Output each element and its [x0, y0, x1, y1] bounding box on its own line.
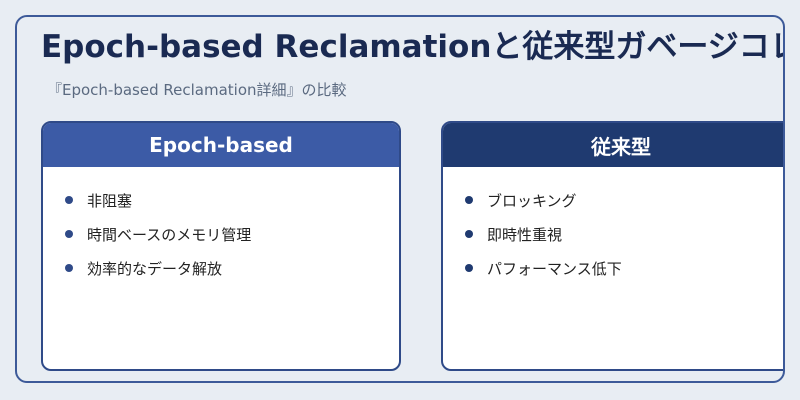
list-item-label: 時間ベースのメモリ管理 — [87, 225, 252, 244]
feature-list: 非阻塞 時間ベースのメモリ管理 効率的なデータ解放 — [43, 167, 399, 285]
card-header: Epoch-based — [43, 123, 399, 167]
card-header: 従来型 — [443, 123, 783, 167]
page-title: Epoch-based Reclamationと従来型ガベージコレクション — [41, 29, 783, 65]
list-item-label: 効率的なデータ解放 — [87, 259, 223, 278]
list-item-label: ブロッキング — [487, 191, 577, 210]
list-item: ブロッキング — [465, 183, 783, 217]
list-item-label: 即時性重視 — [487, 225, 563, 244]
list-item: パフォーマンス低下 — [465, 251, 783, 285]
bullet-icon — [65, 230, 73, 238]
list-item: 即時性重視 — [465, 217, 783, 251]
bullet-icon — [465, 264, 473, 272]
slide-frame: Epoch-based Reclamationと従来型ガベージコレクション 『E… — [15, 15, 785, 383]
list-item: 非阻塞 — [65, 183, 399, 217]
list-item: 効率的なデータ解放 — [65, 251, 399, 285]
list-item: 時間ベースのメモリ管理 — [65, 217, 399, 251]
bullet-icon — [465, 230, 473, 238]
bullet-icon — [65, 264, 73, 272]
list-item-label: パフォーマンス低下 — [487, 259, 622, 278]
bullet-icon — [65, 196, 73, 204]
feature-list: ブロッキング 即時性重視 パフォーマンス低下 — [443, 167, 783, 285]
card-epoch-based: Epoch-based 非阻塞 時間ベースのメモリ管理 効率的なデータ解放 — [41, 121, 401, 371]
card-traditional: 従来型 ブロッキング 即時性重視 パフォーマンス低下 — [441, 121, 783, 371]
bullet-icon — [465, 196, 473, 204]
page-subtitle: 『Epoch-based Reclamation詳細』の比較 — [47, 81, 347, 99]
list-item-label: 非阻塞 — [87, 191, 133, 210]
